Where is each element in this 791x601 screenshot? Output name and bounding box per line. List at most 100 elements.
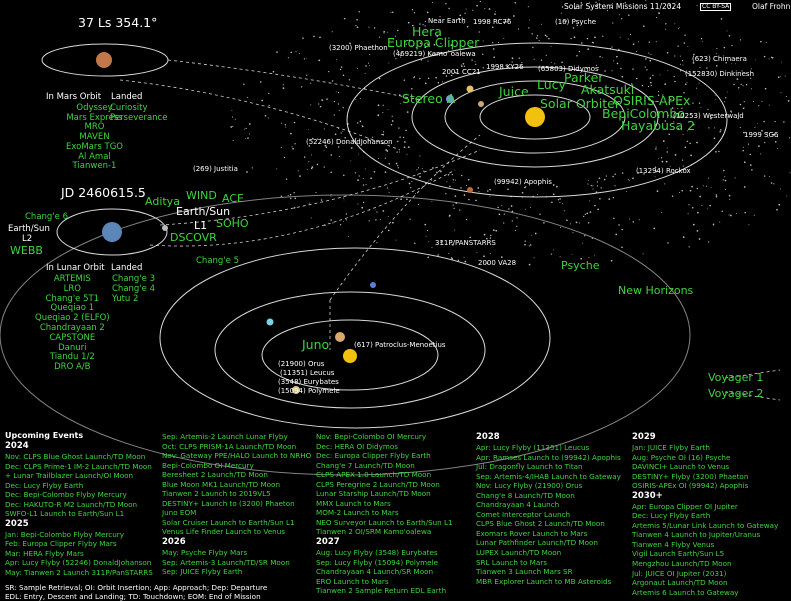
asteroid-dot <box>360 98 361 99</box>
asteroid-dot <box>764 56 765 57</box>
asteroid-dot <box>245 138 246 139</box>
asteroid-dot <box>773 183 774 184</box>
event-item: Chang'e 7 Launch/TD Moon <box>316 461 453 471</box>
asteroid-dot <box>453 179 454 180</box>
asteroid-dot <box>343 107 344 108</box>
asteroid-dot <box>706 67 707 68</box>
asteroid-dot <box>589 200 590 201</box>
asteroid-dot <box>751 88 752 89</box>
asteroid-dot <box>285 126 286 127</box>
asteroid-dot <box>294 122 295 123</box>
asteroid-dot <box>561 13 562 14</box>
asteroid-dot <box>615 234 617 236</box>
asteroid-dot <box>682 159 683 160</box>
event-item: Comet Interceptor Launch <box>476 510 621 520</box>
asteroid-dot <box>426 236 427 237</box>
asteroid-dot <box>445 193 446 194</box>
asteroid-dot <box>290 52 292 54</box>
asteroid-dot <box>381 134 382 135</box>
asteroid-dot <box>559 202 560 203</box>
asteroid-dot <box>483 255 485 257</box>
asteroid-dot <box>344 18 346 20</box>
asteroid-dot <box>355 25 356 26</box>
asteroid-dot <box>633 221 635 223</box>
asteroid-dot <box>233 140 234 141</box>
asteroid-dot <box>493 48 495 50</box>
asteroid-dot <box>650 82 652 84</box>
asteroid-dot <box>268 93 269 94</box>
event-year-heading: 2026 <box>162 537 311 548</box>
asteroid-dot <box>332 31 333 32</box>
asteroid-dot <box>389 192 390 193</box>
asteroid-dot <box>656 17 657 18</box>
asteroid-dot <box>348 236 349 237</box>
asteroid-dot <box>334 101 335 102</box>
asteroid-dot <box>392 116 393 117</box>
asteroid-dot <box>765 88 767 90</box>
asteroid-dot <box>665 23 666 24</box>
asteroid-dot <box>334 114 335 115</box>
asteroid-dot <box>679 192 680 193</box>
asteroid-dot <box>525 209 526 210</box>
asteroid-dot <box>702 41 703 42</box>
asteroid-dot <box>661 212 662 213</box>
asteroid-dot <box>516 217 517 218</box>
asteroid-dot <box>599 177 601 179</box>
asteroid-dot <box>692 207 694 209</box>
asteroid-dot <box>665 29 666 30</box>
asteroid-dot <box>484 8 485 9</box>
asteroid-dot <box>484 234 486 236</box>
event-item: Apr: Europa Clipper OI Jupiter <box>632 502 778 512</box>
asteroid-dot <box>664 83 666 85</box>
asteroid-dot <box>636 51 637 52</box>
asteroid-dot <box>453 205 454 206</box>
asteroid-dot <box>326 146 328 148</box>
label-earth-sun-l2: Earth/Sun <box>8 225 50 234</box>
lunar-orbiter-name: DRO A/B <box>35 363 110 373</box>
asteroid-dot <box>437 254 439 256</box>
asteroid-dot <box>306 58 307 59</box>
asteroid-dot <box>363 184 364 185</box>
asteroid-dot <box>597 208 599 210</box>
lunar-orbit-heading: In Lunar Orbit <box>46 264 105 273</box>
asteroid-dot <box>344 200 345 201</box>
asteroid-dot <box>522 197 523 198</box>
asteroid-dot <box>385 158 386 159</box>
event-item: Argonaut Launch/TD Moon <box>632 578 778 588</box>
asteroid-dot <box>581 42 583 44</box>
asteroid-dot <box>448 253 449 254</box>
asteroid-dot <box>464 261 466 263</box>
asteroid-dot <box>265 115 267 117</box>
asteroid-dot <box>750 154 751 155</box>
asteroid-dot <box>740 127 741 128</box>
asteroid-dot <box>298 170 299 171</box>
asteroid-dot <box>643 253 644 254</box>
asteroid-dot <box>546 55 547 56</box>
asteroid-dot <box>541 24 542 25</box>
event-item: Beresheet 2 Launch/TD Moon <box>162 470 311 480</box>
asteroid-dot <box>319 37 321 39</box>
asteroid-dot <box>707 109 708 110</box>
asteroid-dot <box>370 177 372 179</box>
asteroid-dot <box>528 6 529 7</box>
asteroid-dot <box>524 187 525 188</box>
event-item: Solar Cruiser Launch to Earth/Sun L1 <box>162 518 311 528</box>
asteroid-dot <box>395 240 396 241</box>
asteroid-dot <box>707 208 708 209</box>
event-item: Sep: Artemis-2 Launch Lunar Flyby <box>162 432 311 442</box>
asteroid-dot <box>311 154 312 155</box>
asteroid-dot <box>579 51 580 52</box>
asteroid-dot <box>311 166 313 168</box>
asteroid-dot <box>383 32 384 33</box>
asteroid-dot <box>493 229 495 231</box>
asteroid-dot <box>410 187 411 188</box>
event-item: + Lunar Trailblazer Launch/OI Moon <box>5 471 153 481</box>
asteroid-dot <box>696 142 698 144</box>
asteroid-dot <box>621 18 622 19</box>
mars-landed-heading: Landed <box>111 93 142 102</box>
mars-orbit-heading: In Mars Orbit <box>46 93 101 102</box>
asteroid-dot <box>326 98 328 100</box>
asteroid-dot <box>516 226 517 227</box>
